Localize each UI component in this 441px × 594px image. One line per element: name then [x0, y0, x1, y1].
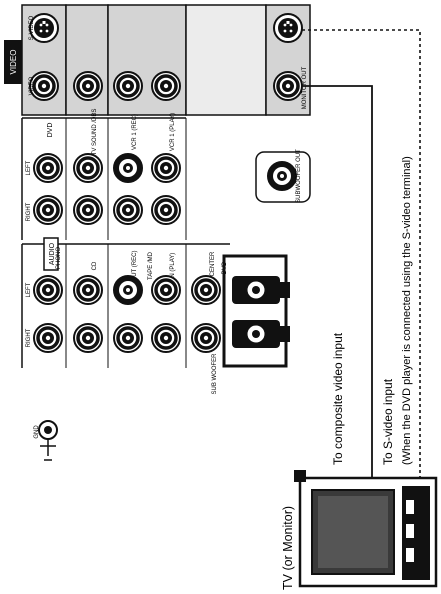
- tape-md-label: TAPE /MD: [148, 251, 154, 280]
- tv-label: TV (or Monitor): [281, 506, 295, 590]
- phono-label: PHONO: [56, 247, 62, 269]
- vcr-section: [107, 4, 187, 116]
- dvd-top-label: DVD: [47, 123, 54, 138]
- svideo-label-line2: (When the DVD player is connected using …: [401, 156, 413, 465]
- svideo-label: S-VIDEO: [29, 15, 35, 40]
- video-jack-monitor: [272, 70, 304, 102]
- audio-block-lower: AUDIO PHONO LEFT RIGHT CD OUT (REC) TAPE…: [21, 237, 230, 395]
- gnd-label: GND: [34, 425, 40, 439]
- svideo-cable: [302, 29, 421, 520]
- tv-screen-inner: [318, 496, 388, 568]
- cd-label: CD: [92, 261, 98, 270]
- monitor-out-label: MONITOR OUT: [302, 66, 308, 109]
- svideo-jack-monitor: [273, 13, 303, 43]
- video-label: VIDEO: [29, 76, 35, 95]
- right-label-upper: RIGHT: [26, 202, 32, 221]
- svideo-label-line1: To S-video input: [381, 378, 395, 465]
- blank-section: [185, 4, 267, 116]
- subwoofer-out-group: SUBWOOFER OUT: [255, 149, 311, 203]
- dvd-audio-cable: [222, 254, 290, 368]
- tvsound-label: TV SOUND /DBS: [92, 109, 98, 156]
- left-label-upper: LEFT: [26, 160, 32, 175]
- tape-in-label: IN (PLAY): [170, 253, 176, 280]
- vcr-play-label: VCR 1 (PLAY): [170, 113, 176, 151]
- gnd-terminal: GND: [34, 420, 58, 461]
- tape-out-label: OUT (REC): [132, 251, 138, 282]
- left-label-lower: LEFT: [26, 282, 32, 297]
- audio-label: AUDIO: [49, 242, 56, 265]
- video-jack-vcr-rec: [112, 70, 144, 102]
- subwoofer-out-jack: [267, 161, 297, 191]
- center-label: CENTER: [210, 251, 216, 276]
- composite-video-cable: [302, 85, 410, 541]
- subwoofer-out-label: SUBWOOFER OUT: [296, 149, 302, 203]
- tv-monitor: [294, 470, 438, 588]
- audio-block-upper: LEFT RIGHT: [21, 117, 187, 240]
- right-label-lower: RIGHT: [26, 328, 32, 347]
- composite-label: To composite video input: [331, 332, 345, 465]
- video-section-label: VIDEO: [9, 50, 18, 75]
- video-jack-tvsound: [72, 70, 104, 102]
- video-jack-vcr-play: [150, 70, 182, 102]
- subwoofer-label: SUB WOOFER: [212, 353, 218, 395]
- video-label-tab: [4, 40, 22, 84]
- video-jack-row: VIDEO S-VIDEO VIDEO DVD TV SOUND /DBS VC…: [4, 4, 311, 156]
- vcr-rec-label: VCR 1 (REC): [132, 114, 138, 150]
